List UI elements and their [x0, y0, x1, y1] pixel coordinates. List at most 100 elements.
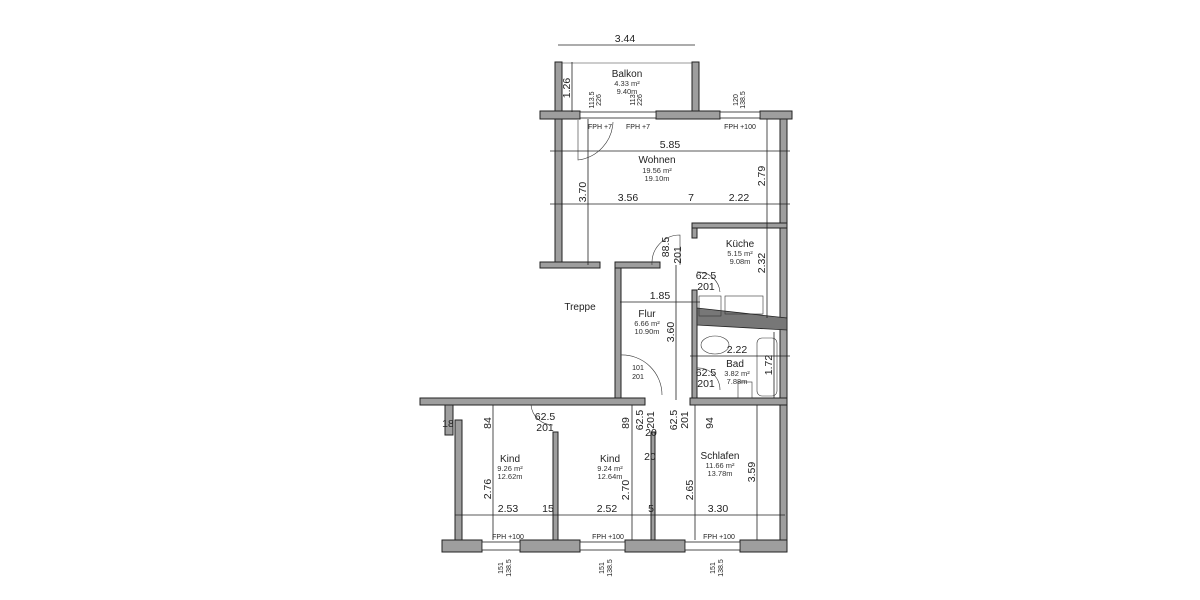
- room-kind-2: Kind 9.24 m² 12.64m: [597, 454, 623, 481]
- window-dim: 113: [630, 94, 637, 105]
- dim: 7: [688, 192, 694, 204]
- room-name: Balkon: [612, 69, 643, 80]
- door-width: 101: [632, 365, 644, 372]
- room-kueche: Küche 5.15 m² 9.08m: [726, 239, 755, 266]
- dimension-texts: 3.44 1.26 5.85 3.70 3.56 7 2.22 2.79 2.3…: [442, 33, 775, 515]
- window-labels: FPH +7 113.5 226 FPH +7 113 226 FPH +100…: [492, 91, 756, 577]
- window-fph: FPH +7: [626, 124, 650, 131]
- door-height: 201: [672, 246, 684, 264]
- room-perimeter: 19.10m: [644, 174, 669, 183]
- dim: 3.44: [615, 33, 636, 45]
- door-width: 62.5: [634, 410, 646, 431]
- window-fph: FPH +100: [703, 534, 735, 541]
- room-name: Küche: [726, 239, 755, 250]
- dim: 1.72: [763, 355, 775, 376]
- dim: 3.70: [577, 182, 589, 203]
- dim: 5: [648, 503, 654, 515]
- dim: 3.56: [618, 192, 639, 204]
- dim: 3.30: [708, 503, 729, 515]
- dim: 1.85: [650, 290, 671, 302]
- dim: 2.76: [482, 479, 494, 500]
- dim: 20: [645, 427, 657, 439]
- room-area: 19.56 m²: [642, 166, 672, 175]
- room-area: 4.33 m²: [614, 79, 640, 88]
- room-treppe: Treppe: [564, 302, 596, 313]
- room-area: 6.66 m²: [634, 319, 660, 328]
- window-dim: 151: [599, 562, 606, 574]
- dim: 2.65: [684, 480, 696, 501]
- room-perimeter: 10.90m: [634, 327, 659, 336]
- dimension-lines: [455, 44, 790, 540]
- window-dim: 226: [596, 94, 603, 106]
- dim: 1.26: [561, 78, 573, 99]
- window-fph: FPH +100: [724, 124, 756, 131]
- window-dim: 120: [733, 94, 740, 106]
- dim: 2.53: [498, 503, 519, 515]
- door-width: 62.5: [696, 367, 717, 379]
- room-name: Kind: [500, 454, 520, 465]
- room-name: Schlafen: [701, 451, 740, 462]
- window-dim: 138.5: [607, 559, 614, 577]
- room-perimeter: 9.40m: [617, 87, 638, 96]
- dim: 94: [704, 417, 716, 429]
- dim: 2.22: [727, 344, 748, 356]
- door-height: 201: [679, 411, 691, 429]
- room-name: Bad: [726, 359, 744, 370]
- door-width: 62.5: [696, 270, 717, 282]
- window-fph: FPH +7: [588, 124, 612, 131]
- window-dim: 151: [498, 562, 505, 574]
- dim: 2.79: [756, 166, 768, 187]
- dim: 2.32: [756, 253, 768, 274]
- window-dim: 151: [710, 562, 717, 574]
- dim: 2.70: [620, 480, 632, 501]
- dim: 15: [542, 503, 554, 515]
- room-perimeter: 13.78m: [707, 469, 732, 478]
- door-width: 88.5: [660, 237, 672, 258]
- window-fph: FPH +100: [492, 534, 524, 541]
- door-height: 201: [536, 422, 554, 434]
- room-area: 3.82 m²: [724, 369, 750, 378]
- room-area: 9.24 m²: [597, 464, 623, 473]
- door-width: 62.5: [535, 411, 556, 423]
- room-kind-1: Kind 9.26 m² 12.62m: [497, 454, 523, 481]
- dim: 2.52: [597, 503, 618, 515]
- window-dim: 138.5: [718, 559, 725, 577]
- room-area: 11.66 m²: [705, 461, 735, 470]
- window-fph: FPH +100: [592, 534, 624, 541]
- room-perimeter: 7.88m: [727, 377, 748, 386]
- door-height: 201: [645, 411, 657, 429]
- room-schlafen: Schlafen 11.66 m² 13.78m: [701, 451, 740, 478]
- dim: 18: [442, 418, 454, 430]
- room-perimeter: 12.62m: [497, 472, 522, 481]
- room-flur: Flur 6.66 m² 10.90m: [634, 309, 660, 336]
- room-name: Flur: [638, 309, 656, 320]
- walls: [419, 61, 793, 553]
- room-perimeter: 12.64m: [597, 472, 622, 481]
- window-dim: 138.5: [506, 559, 513, 577]
- window-dim: 226: [637, 94, 644, 106]
- room-balkon: Balkon 4.33 m² 9.40m: [612, 69, 643, 96]
- door-height: 201: [697, 378, 715, 390]
- window-dim: 113.5: [589, 91, 596, 108]
- dim: 3.59: [746, 462, 758, 483]
- dim: 3.60: [665, 322, 677, 343]
- room-area: 9.26 m²: [497, 464, 523, 473]
- room-wohnen: Wohnen 19.56 m² 19.10m: [638, 155, 675, 183]
- room-bad: Bad 3.82 m² 7.88m: [724, 359, 750, 386]
- door-swings: [530, 120, 778, 426]
- door-labels: 88.5 201 62.5 201 62.5 201 101 201 62.5 …: [535, 237, 717, 434]
- room-name: Wohnen: [638, 155, 675, 166]
- window-dim: 138.5: [740, 91, 747, 109]
- dim: 89: [620, 417, 632, 429]
- windows: [481, 62, 761, 551]
- door-width: 62.5: [668, 410, 680, 431]
- room-area: 5.15 m²: [727, 249, 753, 258]
- dim: 5.85: [660, 139, 681, 151]
- door-height: 201: [697, 281, 715, 293]
- room-name: Kind: [600, 454, 620, 465]
- door-height: 201: [632, 374, 644, 381]
- dim: 2.22: [729, 192, 750, 204]
- room-perimeter: 9.08m: [730, 257, 751, 266]
- dim: 84: [482, 417, 494, 429]
